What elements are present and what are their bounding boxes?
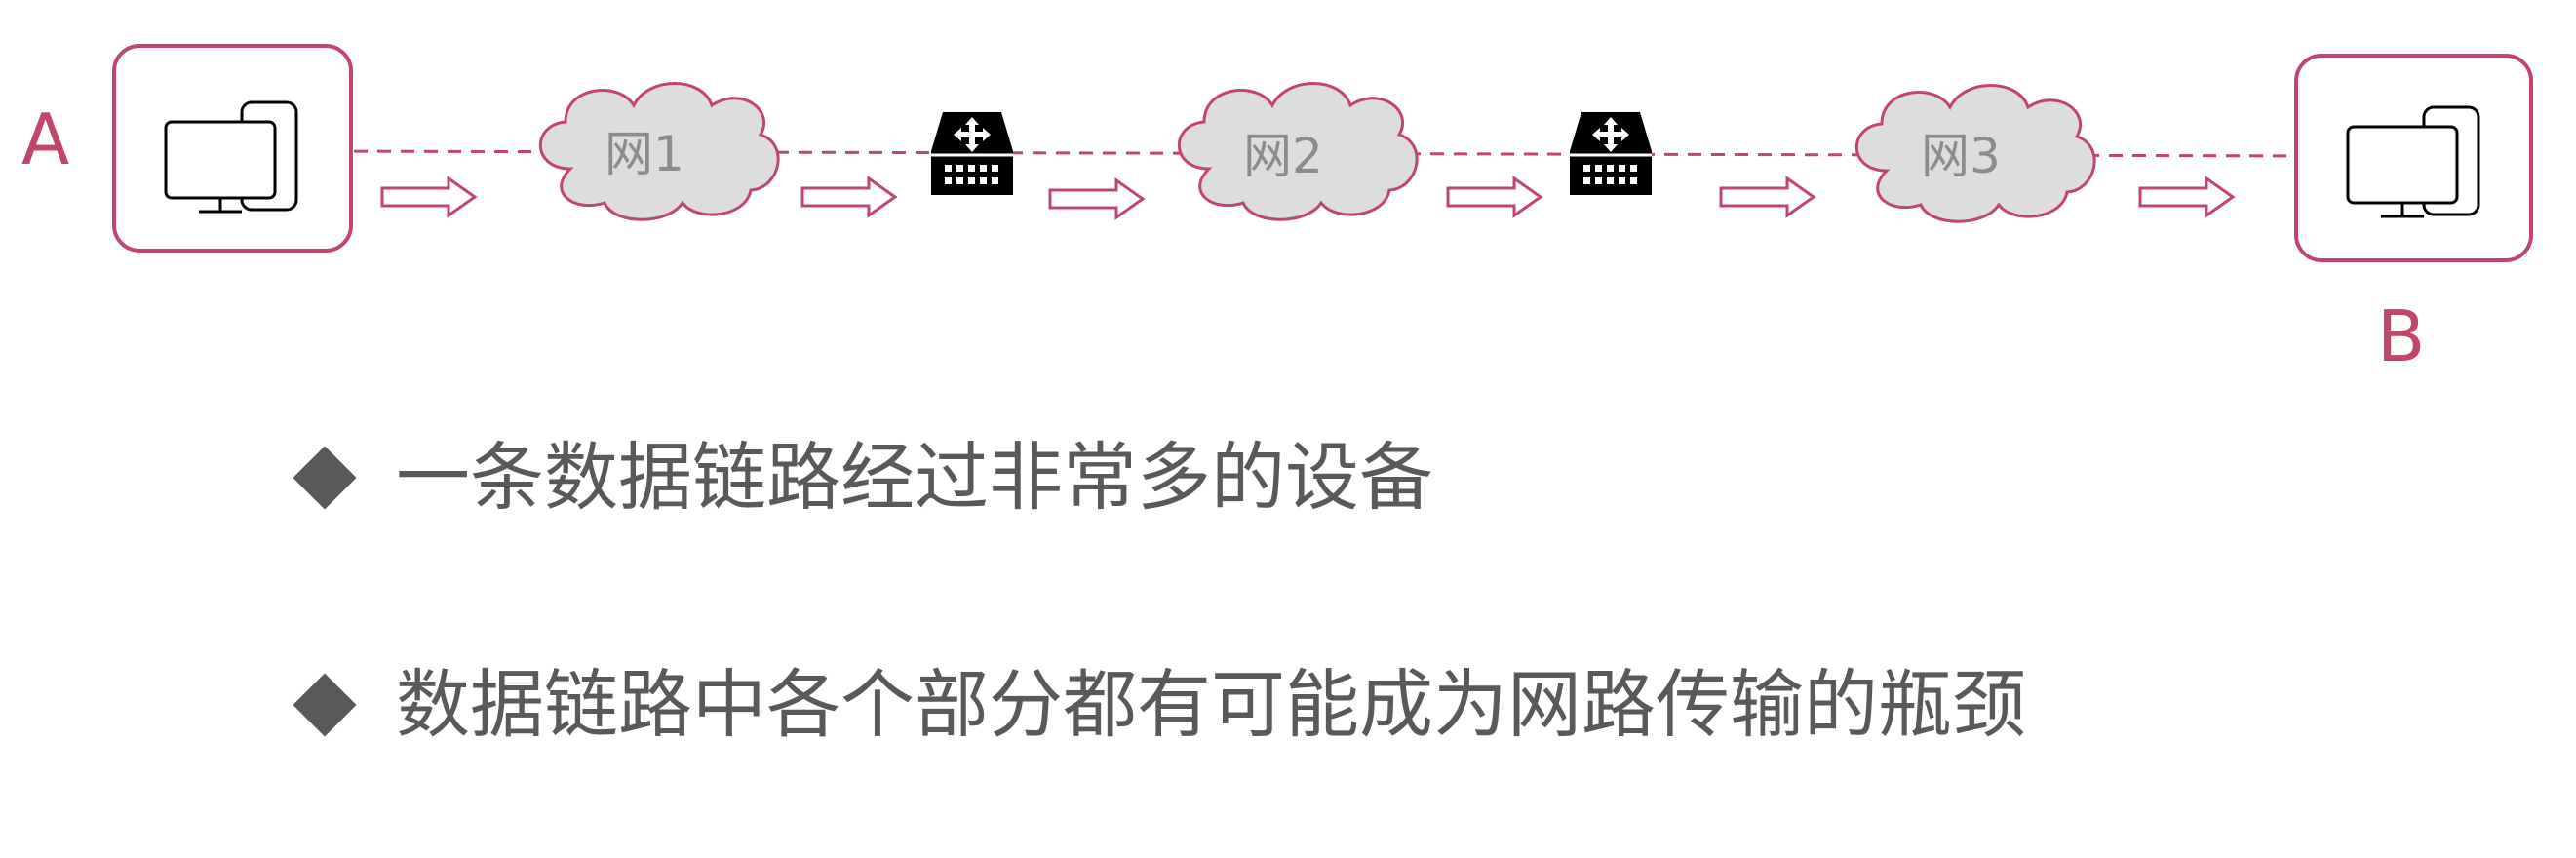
cloud-label-1: 网1 — [605, 126, 684, 182]
right-arrow-icon — [1446, 176, 1543, 218]
bullet-item: 一条数据链路经过非常多的设备 — [293, 429, 1433, 526]
bullet-text: 一条数据链路经过非常多的设备 — [396, 434, 1433, 521]
endpoint-a-label: A — [21, 98, 69, 180]
router-icon — [931, 112, 1013, 195]
diamond-icon — [293, 446, 357, 510]
endpoint-b-box — [2294, 54, 2533, 262]
endpoint-b-label: B — [2377, 295, 2425, 377]
right-arrow-icon — [800, 176, 898, 218]
right-arrow-icon — [1048, 177, 1146, 220]
right-arrow-icon — [2138, 176, 2236, 218]
bullet-item: 数据链路中各个部分都有可能成为网路传输的瓶颈 — [293, 656, 2026, 754]
computer-icon — [164, 100, 298, 214]
right-arrow-icon — [380, 176, 478, 218]
cloud-label-3: 网3 — [1921, 128, 2001, 184]
right-arrow-icon — [1719, 176, 1816, 218]
cloud-label-2: 网2 — [1243, 128, 1323, 184]
bullet-text: 数据链路中各个部分都有可能成为网路传输的瓶颈 — [396, 661, 2026, 748]
diamond-icon — [293, 673, 357, 737]
router-icon — [1570, 112, 1652, 195]
cloud-icon — [1854, 84, 2096, 223]
cloud-icon — [538, 82, 780, 221]
endpoint-a-box — [112, 44, 353, 253]
computer-icon — [2346, 105, 2480, 218]
cloud-icon — [1177, 82, 1419, 221]
